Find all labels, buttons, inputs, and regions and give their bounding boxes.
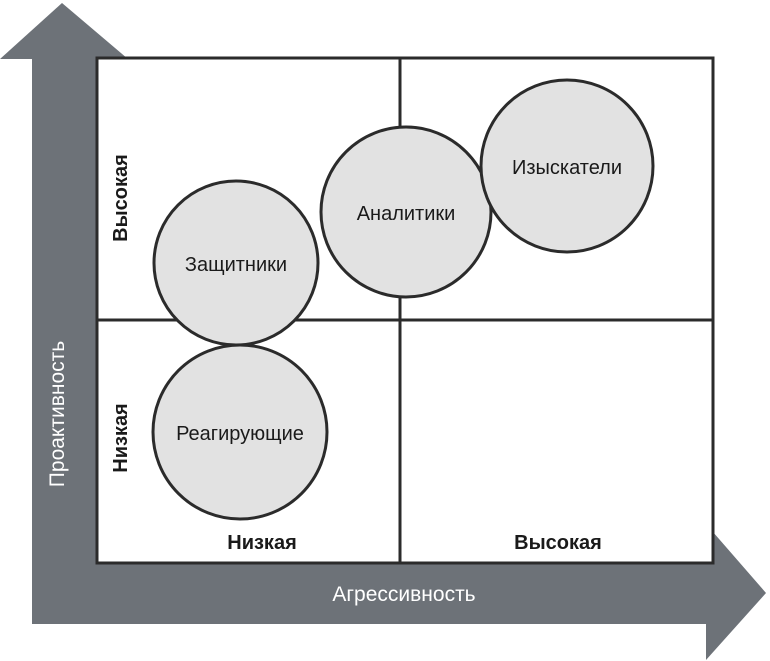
horizontal-axis-arrow bbox=[32, 524, 766, 660]
bubble-label: Защитники bbox=[185, 254, 287, 276]
bubble-reagiruyushchie[interactable]: Реагирующие bbox=[151, 343, 329, 521]
bubble-zashchitniki[interactable]: Защитники bbox=[152, 179, 320, 347]
bubble-label: Реагирующие bbox=[176, 423, 304, 445]
x-axis-title: Агрессивность bbox=[332, 583, 475, 606]
bubble-label: Изыскатели bbox=[512, 157, 622, 179]
y-tick-high: Высокая bbox=[110, 154, 132, 242]
bubble-circle[interactable] bbox=[319, 125, 493, 299]
bubble-circle[interactable] bbox=[152, 179, 320, 347]
bubble-label: Аналитики bbox=[357, 203, 456, 225]
y-tick-low: Низкая bbox=[110, 403, 132, 472]
x-tick-low: Низкая bbox=[227, 532, 296, 554]
bubble-circle[interactable] bbox=[479, 78, 655, 254]
y-axis-title: Проактивность bbox=[46, 341, 69, 487]
bubble-izyskateli[interactable]: Изыскатели bbox=[479, 78, 655, 254]
bubble-analitiki[interactable]: Аналитики bbox=[319, 125, 493, 299]
x-tick-high: Высокая bbox=[514, 532, 602, 554]
